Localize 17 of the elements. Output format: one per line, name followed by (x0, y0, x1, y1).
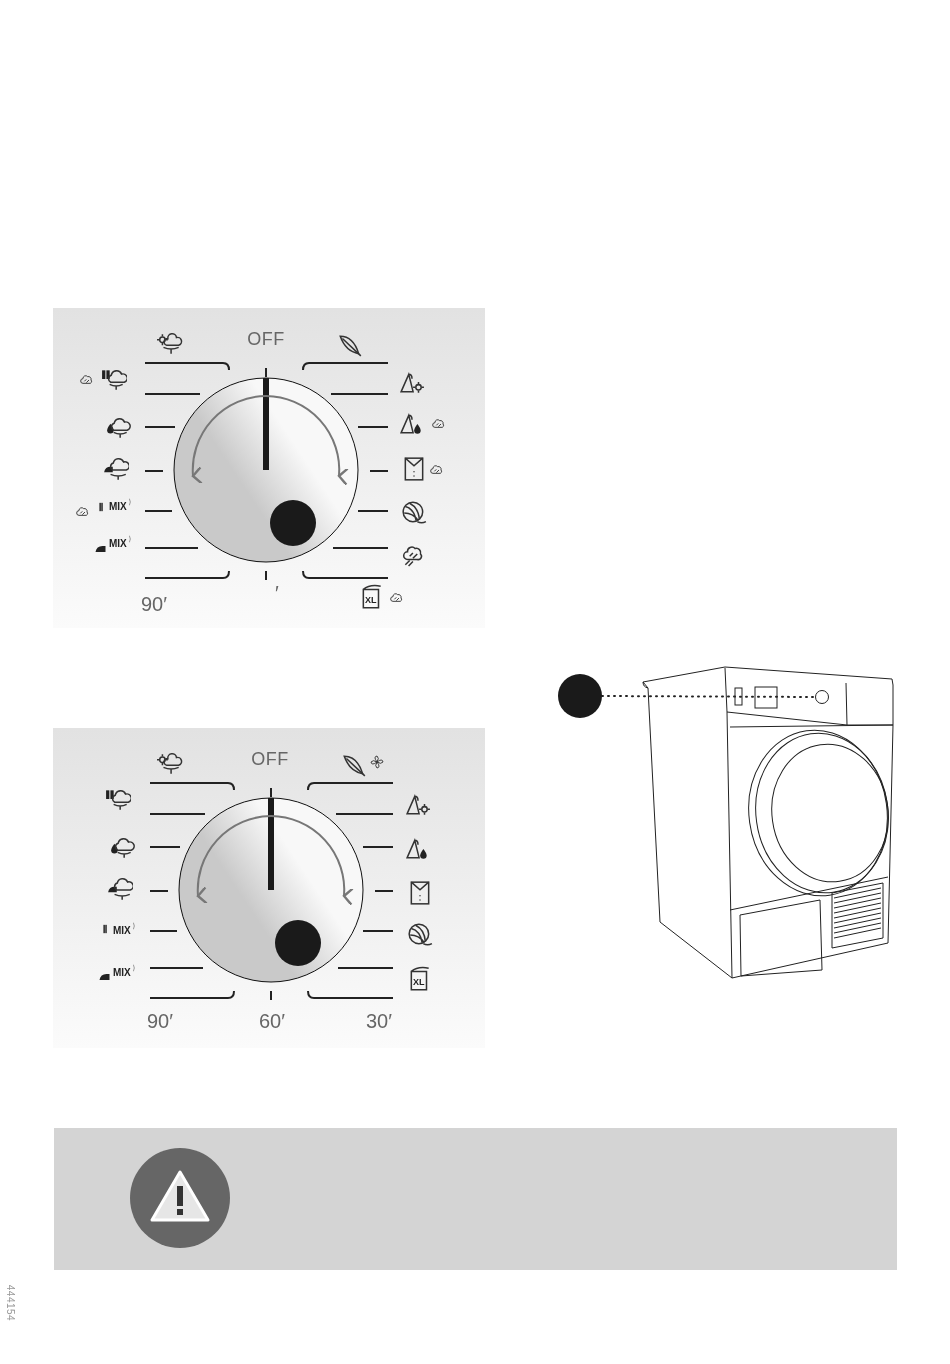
time-label: 90′ (141, 594, 167, 614)
dial-label: OFF (251, 750, 289, 768)
time-label: ′ (275, 583, 279, 603)
time-label: 60′ (259, 1011, 285, 1031)
time-label: 90′ (147, 1011, 173, 1031)
program-label: XL (413, 978, 425, 987)
dial-label: OFF (247, 330, 285, 348)
callout-marker (558, 674, 602, 718)
program-label: MIX (109, 502, 127, 512)
control-knob (815, 690, 829, 704)
program-label: MIX (109, 539, 127, 549)
program-label: MIX (113, 968, 131, 978)
document-code: 444154 (5, 1284, 16, 1322)
program-label: XL (365, 596, 377, 605)
program-label: MIX (113, 926, 131, 936)
leader-line (601, 695, 816, 698)
time-label: 30′ (366, 1011, 392, 1031)
